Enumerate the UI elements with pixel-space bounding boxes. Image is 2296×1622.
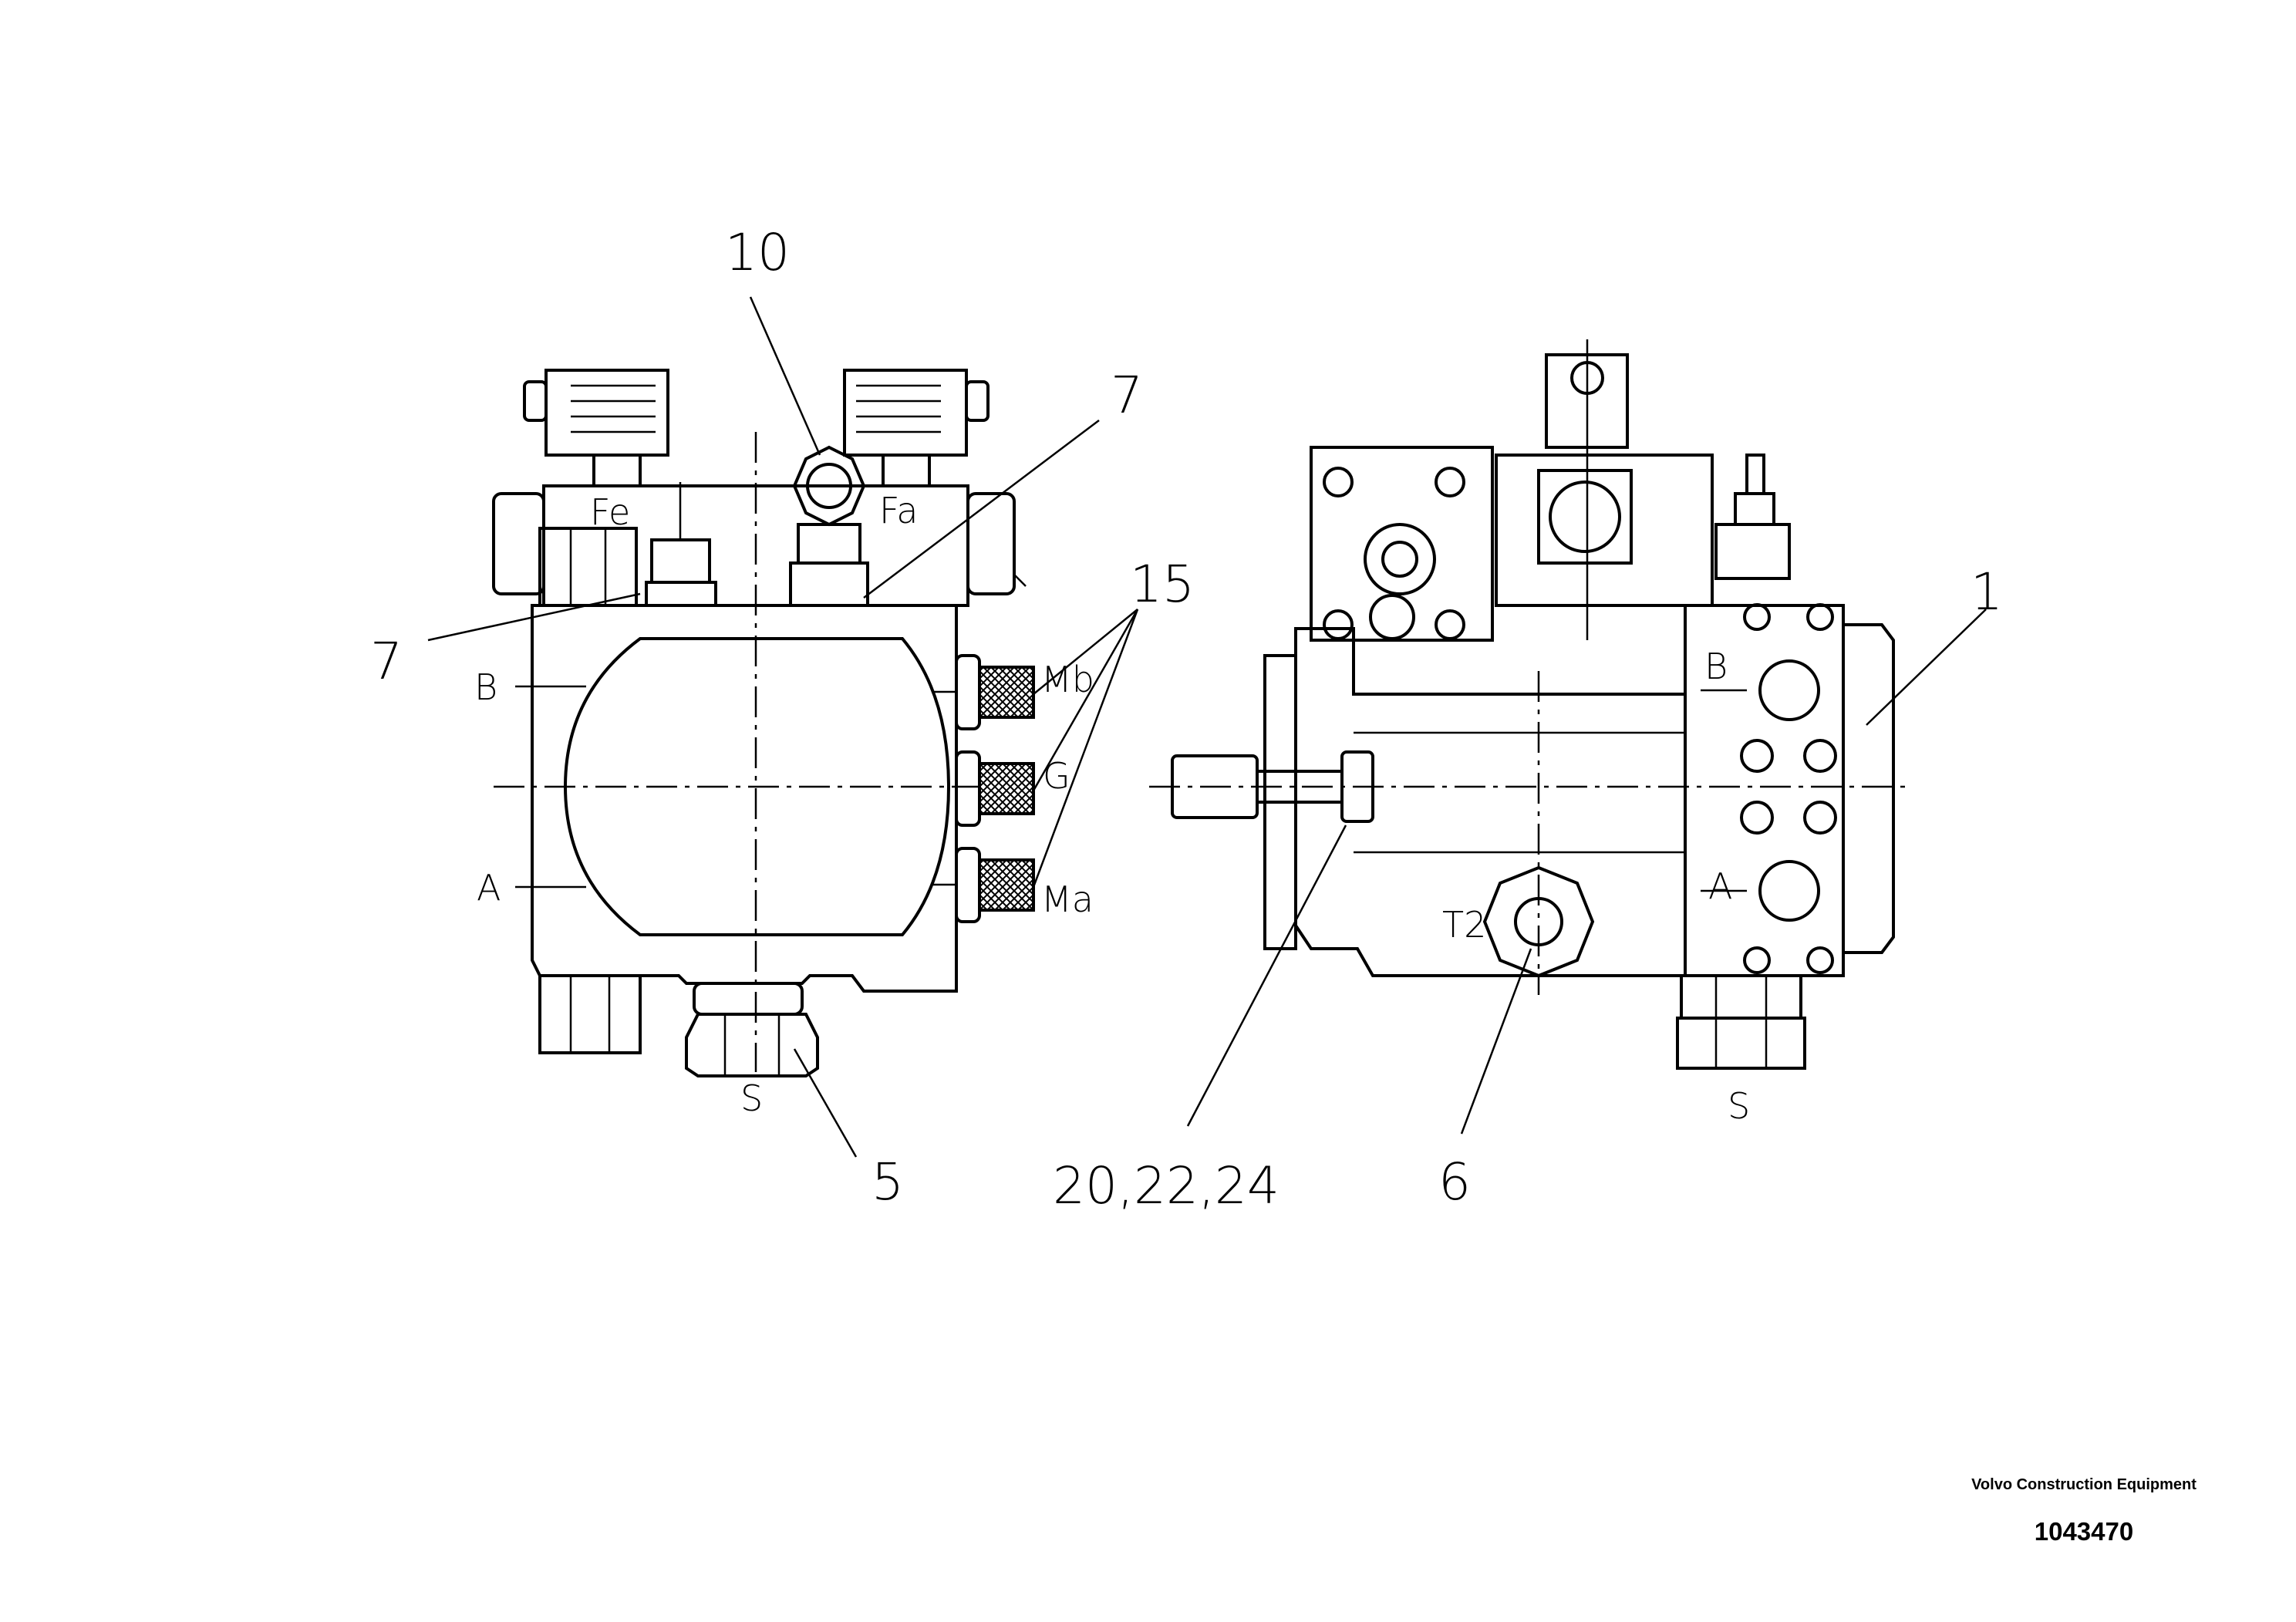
port-label-s-left: S xyxy=(740,1077,763,1119)
callout-5: 5 xyxy=(872,1152,904,1212)
callout-1: 1 xyxy=(1971,562,2003,622)
callout-6: 6 xyxy=(1438,1152,1471,1212)
callout-15: 15 xyxy=(1130,555,1195,614)
port-label-b-right: B xyxy=(1704,646,1728,687)
callout-20-22-24: 20,22,24 xyxy=(1053,1156,1279,1216)
port-label-s-right: S xyxy=(1728,1085,1750,1127)
port-labels: Fe Fa B A Mb G Ma S B A T2 S xyxy=(474,490,1750,1127)
leader-lines xyxy=(427,296,1987,1158)
callout-7-top: 7 xyxy=(1111,366,1143,425)
port-label-a-left: A xyxy=(477,867,501,909)
port-label-ma: Ma xyxy=(1041,878,1094,920)
company-caption: Volvo Construction Equipment xyxy=(1971,1476,2197,1493)
callout-labels: 10 7 7 15 1 5 20,22,24 6 xyxy=(370,223,2003,1216)
port-label-g: G xyxy=(1043,755,1070,797)
port-label-fe: Fe xyxy=(590,491,630,533)
port-label-a-right: A xyxy=(1708,865,1732,907)
port-label-fa: Fa xyxy=(879,490,918,531)
callout-7-left: 7 xyxy=(370,632,403,691)
pump-front-view xyxy=(492,369,1035,1077)
port-label-mb: Mb xyxy=(1041,659,1094,700)
port-label-t2: T2 xyxy=(1442,904,1486,946)
callout-10: 10 xyxy=(725,223,790,282)
port-label-b-left: B xyxy=(474,666,497,708)
pump-side-view xyxy=(1149,339,1913,1070)
drawing-number: 1043470 xyxy=(2034,1517,2134,1546)
